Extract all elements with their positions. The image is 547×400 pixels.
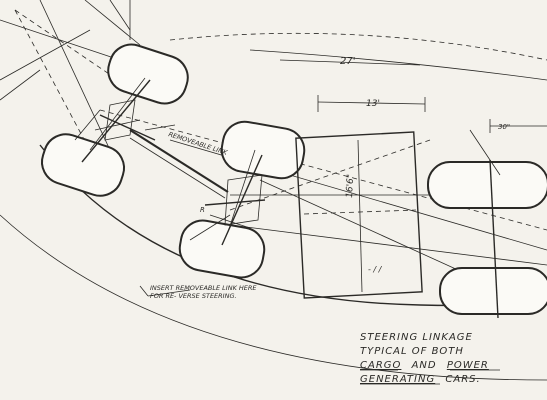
- dimension-lines: 27' 13' 16'6" 30": [279, 56, 547, 198]
- caption-line-1: STEERING LINKAGE: [360, 332, 473, 343]
- caption-cargo: CARGO: [360, 360, 401, 371]
- front-bogie: R: [178, 120, 306, 279]
- next-car-bogie: [427, 129, 547, 319]
- car-chassis: - / /: [295, 131, 423, 299]
- insert-link-label: INSERT REMOVEABLE LINK HERE FOR RE- VERS…: [150, 284, 257, 301]
- caption-line-3: CARGO AND POWER: [360, 360, 489, 371]
- rear-axle-mark: R: [200, 206, 205, 214]
- caption-and: AND: [411, 360, 437, 371]
- insert-link-note: INSERT REMOVEABLE LINK HERE FOR RE- VERS…: [139, 284, 257, 301]
- caption-block: STEERING LINKAGE TYPICAL OF BOTH CARGO A…: [360, 332, 500, 385]
- caption-line-4: GENERATING CARS.: [360, 374, 481, 385]
- removable-link-label: REMOVEABLE LINK: [167, 130, 228, 157]
- chassis-width-dimension: 13': [366, 99, 380, 109]
- next-car-upper-tire: [427, 161, 547, 209]
- caption-line-2: TYPICAL OF BOTH: [360, 346, 464, 357]
- side-offset-dimension: 30": [498, 123, 510, 131]
- chassis-length-dimension: 16'6": [345, 174, 356, 198]
- front-upper-tire: [220, 120, 306, 180]
- rear-upper-tire: [107, 43, 189, 105]
- overall-dimension: 27': [340, 56, 355, 67]
- caption-power: POWER: [447, 360, 489, 371]
- caption-cars: CARS.: [445, 374, 480, 385]
- removable-link-note: REMOVEABLE LINK: [167, 130, 228, 157]
- rear-bogie: [41, 43, 189, 197]
- chassis-marks: - / /: [368, 265, 383, 274]
- front-lower-tire: [178, 219, 266, 279]
- removable-link-rod: [129, 124, 229, 199]
- rear-lower-tire: [41, 133, 125, 197]
- next-car-lower-tire: [439, 267, 547, 315]
- caption-generating: GENERATING: [360, 374, 435, 385]
